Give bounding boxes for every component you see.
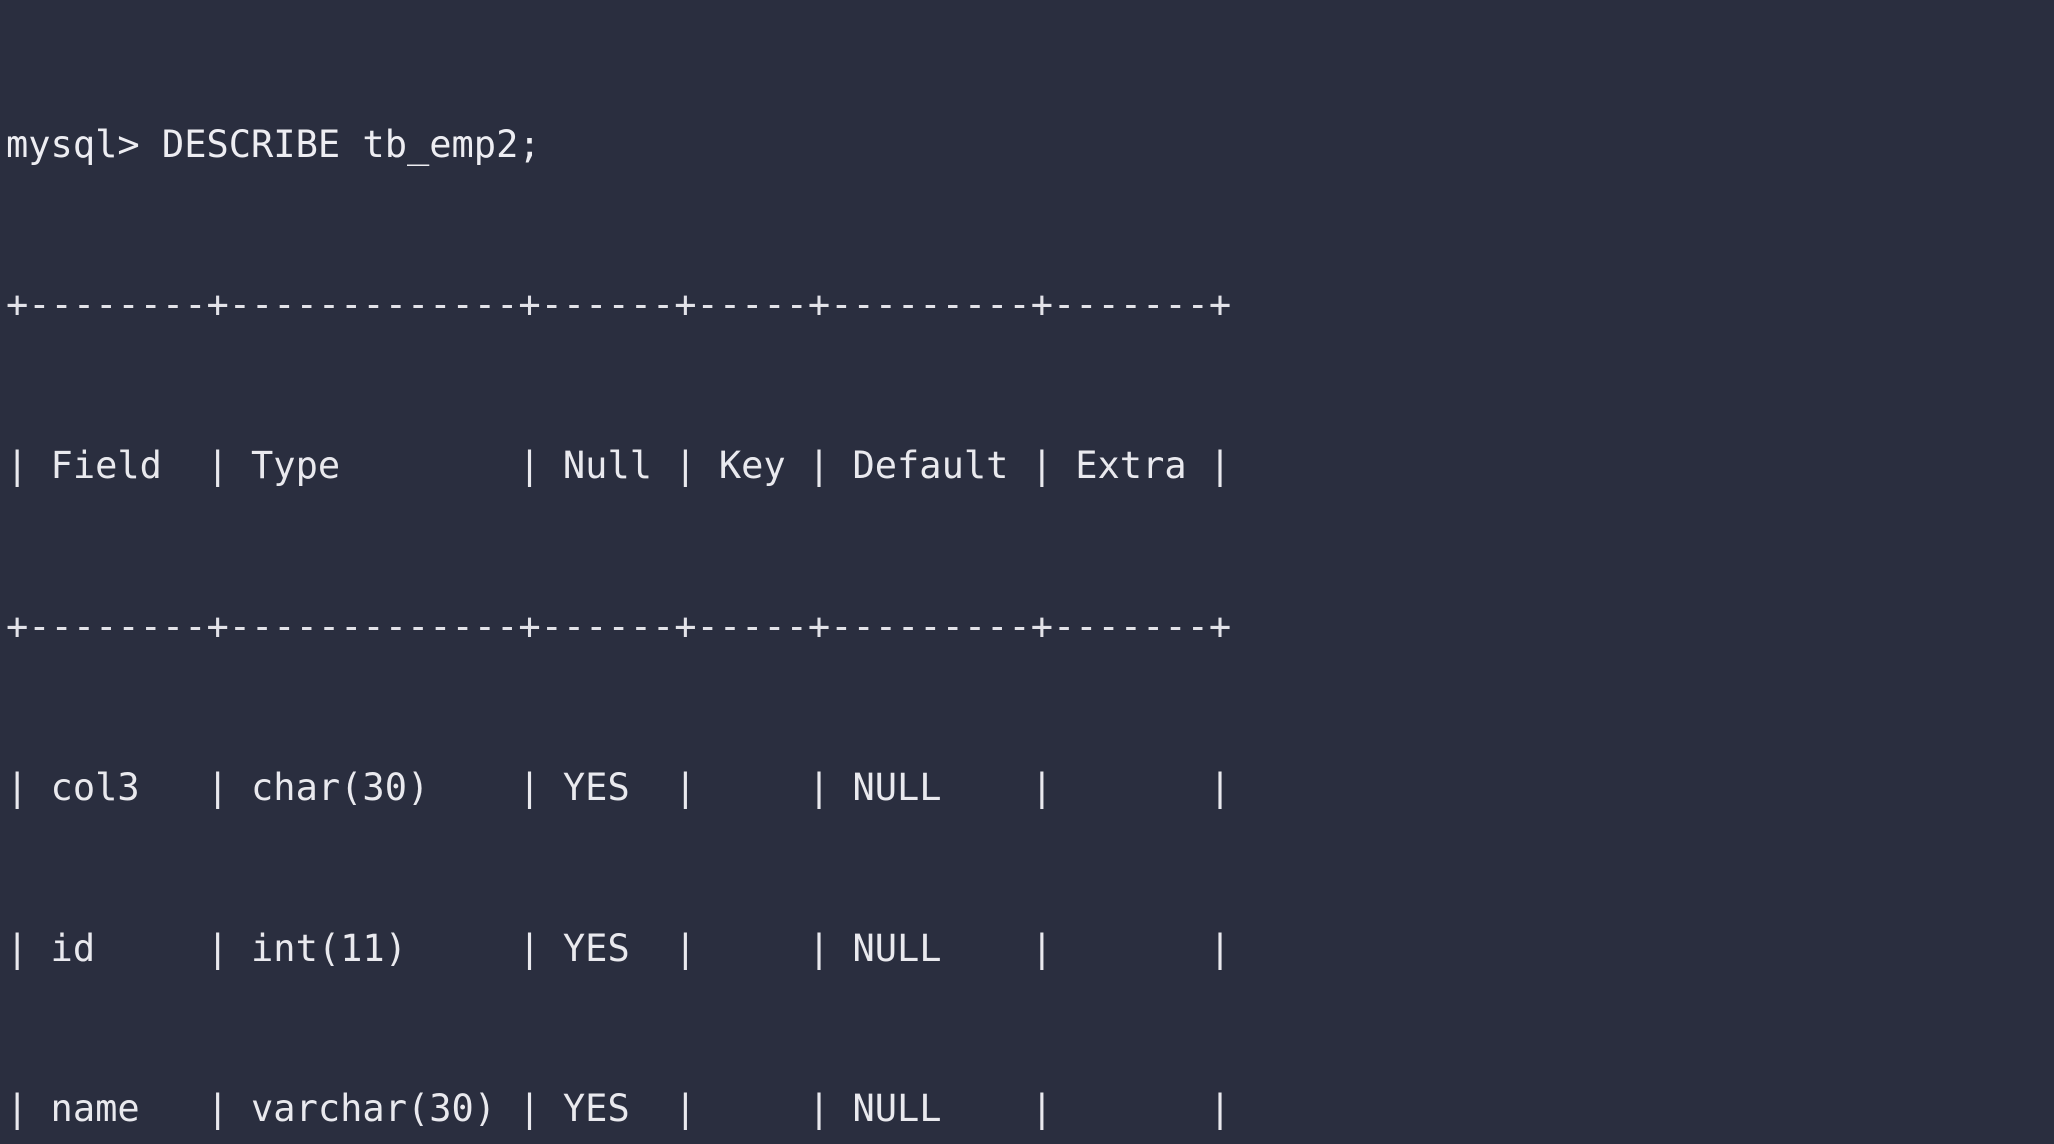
table-border-top: +--------+-------------+------+-----+---… (6, 283, 1232, 327)
terminal-output: mysql> DESCRIBE tb_emp2; +--------+-----… (6, 122, 1232, 1130)
table-header-row: | Field | Type | Null | Key | Default | … (6, 444, 1232, 488)
table-border-header-separator: +--------+-------------+------+-----+---… (6, 605, 1232, 648)
mysql-prompt-line: mysql> DESCRIBE tb_emp2; (6, 122, 541, 166)
table-row: | id | int(11) | YES | | NULL | | (6, 926, 1232, 970)
table-row: | col3 | char(30) | YES | | NULL | | (6, 765, 1232, 809)
table-row: | name | varchar(30) | YES | | NULL | | (6, 1087, 1232, 1131)
